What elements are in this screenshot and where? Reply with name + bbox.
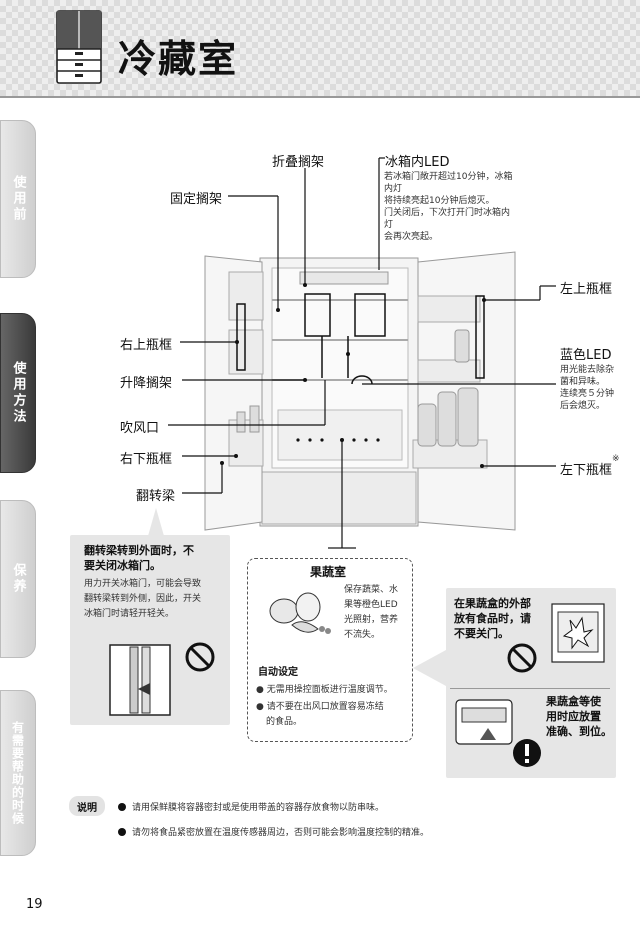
crisper-warning-box: 在果蔬盒的外部 放有食品时，请 不要关门。 果蔬盒等使 用时应放置 准确、到位。 — [446, 588, 616, 778]
note-item-1: 请用保鲜膜将容器密封或是使用带盖的容器存放食物以防串味。 — [118, 800, 384, 813]
notes-label: 说明 — [69, 796, 105, 816]
auto-setting-bullet-2-cont: 的食品。 — [266, 717, 303, 727]
air-outlet-label: 吹风口 — [120, 421, 160, 436]
note-item-2: 请勿将食品紧密放置在温度传感器周边，否则可能会影响温度控制的精准。 — [118, 825, 429, 838]
header-band — [0, 0, 640, 96]
header-divider — [0, 96, 640, 98]
fridge-led-label: 冰箱内LED — [385, 155, 450, 170]
vegetable-room-text: 保存蔬菜、水 果等橙色LED 光照射，营养 不流失。 — [344, 585, 399, 640]
crisper-placement-illustration — [455, 699, 513, 745]
tab-help[interactable]: 有需要帮助的时候 — [0, 690, 36, 856]
flip-beam-warning-box: 翻转梁转到外面时，不 要关闭冰箱门。 用力开关冰箱门，可能会导致 翻转梁转到外侧… — [70, 535, 230, 725]
vegetables-illustration — [269, 592, 331, 634]
crisper-jam-illustration — [551, 603, 605, 663]
prohibited-icon — [185, 642, 215, 672]
right-upper-bin-label: 右上瓶框 — [120, 338, 173, 353]
flip-beam-warning-title: 翻转梁转到外面时，不 要关闭冰箱门。 — [84, 544, 194, 572]
vegetable-room-title: 果蔬室 — [310, 565, 347, 579]
bullet-icon — [118, 828, 126, 836]
blue-led-label: 蓝色LED — [560, 348, 612, 363]
page-number: 19 — [26, 897, 43, 912]
flip-beam-warning-text: 用力开关冰箱门，可能会导致 翻转梁转到外侧，因此，开关 冰箱门时请轻开轻关。 — [84, 579, 202, 619]
footnote-mark: ※ — [612, 454, 620, 464]
crisper-instruction-title: 果蔬盒等使 用时应放置 准确、到位。 — [546, 695, 612, 738]
right-lower-bin-label: 右下瓶框 — [120, 452, 173, 467]
bullet-icon — [118, 803, 126, 811]
tab-how-to-use[interactable]: 使用方法 — [0, 313, 36, 473]
tab-maintenance[interactable]: 保养 — [0, 500, 36, 658]
folding-shelf-label: 折叠搁架 — [272, 155, 325, 170]
crisper-warning-title: 在果蔬盒的外部 放有食品时，请 不要关门。 — [454, 597, 531, 640]
box-divider — [450, 688, 610, 689]
fridge-icon — [56, 10, 102, 84]
door-beam-illustration — [109, 644, 171, 716]
page-title: 冷藏室 — [118, 37, 239, 81]
vegetable-room-box: 果蔬室 保存蔬菜、水 果等橙色LED 光照射，营养 不流失。 自动设定 ● 无需… — [247, 558, 413, 742]
left-upper-bin-label: 左上瓶框 — [560, 282, 613, 297]
mandatory-icon — [513, 739, 541, 767]
tab-before-use[interactable]: 使用前 — [0, 120, 36, 278]
fixed-shelf-label: 固定搁架 — [170, 192, 223, 207]
auto-setting-bullet-1: ● 无需用操控面板进行温度调节。 — [256, 685, 393, 695]
left-lower-bin-label: 左下瓶框 — [560, 463, 613, 478]
led-description: 若冰箱门敞开超过10分钟，冰箱内灯 将持续亮起10分钟后熄灭。 门关闭后，下次打… — [384, 172, 513, 242]
blue-led-description: 用光能去除杂 菌和异味。 连续亮５分钟 后会熄灭。 — [560, 365, 615, 411]
auto-setting-bullet-2: ● 请不要在出风口放置容易冻结 — [256, 702, 384, 712]
prohibited-icon — [507, 643, 537, 673]
auto-setting-title: 自动设定 — [258, 667, 298, 678]
lift-shelf-label: 升降搁架 — [120, 376, 173, 391]
flip-beam-label: 翻转梁 — [136, 489, 176, 504]
